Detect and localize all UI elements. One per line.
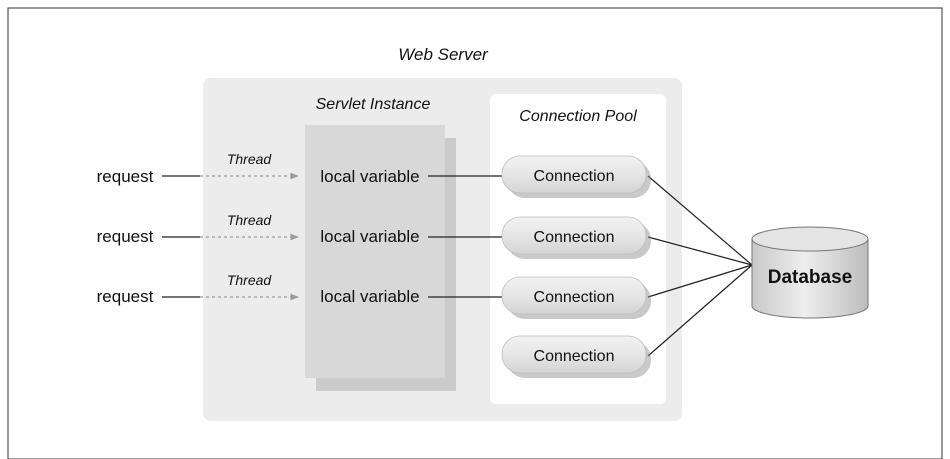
connection-database-link bbox=[647, 264, 753, 357]
connection-database-link bbox=[647, 264, 753, 298]
thread-label: Thread bbox=[227, 212, 273, 228]
connection-body bbox=[501, 335, 647, 374]
local-variable-label: local variable bbox=[320, 227, 419, 246]
connection-label: Connection bbox=[534, 229, 615, 246]
servlet-instance-label: Servlet Instance bbox=[316, 96, 431, 113]
request-label: request bbox=[97, 227, 154, 246]
connection-pill: Connection bbox=[501, 216, 651, 259]
request-label: request bbox=[97, 167, 154, 186]
connection-body bbox=[501, 276, 647, 315]
connection-label: Connection bbox=[534, 168, 615, 185]
database-top bbox=[751, 226, 869, 252]
database-label: Database bbox=[768, 267, 853, 288]
thread-label: Thread bbox=[227, 151, 273, 167]
database-cylinder-icon: Database bbox=[751, 226, 869, 319]
connection-pill: Connection bbox=[501, 155, 651, 198]
local-variable-label: local variable bbox=[320, 287, 419, 306]
web-server-label: Web Server bbox=[398, 45, 489, 64]
connection-pool-label: Connection Pool bbox=[519, 108, 637, 125]
servlet-instance-box bbox=[305, 125, 445, 378]
request-row: request Thread local variable bbox=[97, 151, 420, 186]
connection-label: Connection bbox=[534, 348, 615, 365]
connection-label: Connection bbox=[534, 289, 615, 306]
connection-body bbox=[501, 155, 647, 194]
request-label: request bbox=[97, 287, 154, 306]
request-row: request Thread local variable bbox=[97, 272, 420, 306]
request-row: request Thread local variable bbox=[97, 212, 420, 246]
connection-body bbox=[501, 216, 647, 255]
connection-database-link bbox=[647, 175, 753, 266]
connection-database-link bbox=[647, 236, 753, 266]
connection-pill: Connection bbox=[501, 276, 651, 319]
database-body bbox=[751, 238, 869, 319]
connection-pill: Connection bbox=[501, 335, 651, 378]
thread-label: Thread bbox=[227, 272, 273, 288]
local-variable-label: local variable bbox=[320, 167, 419, 186]
